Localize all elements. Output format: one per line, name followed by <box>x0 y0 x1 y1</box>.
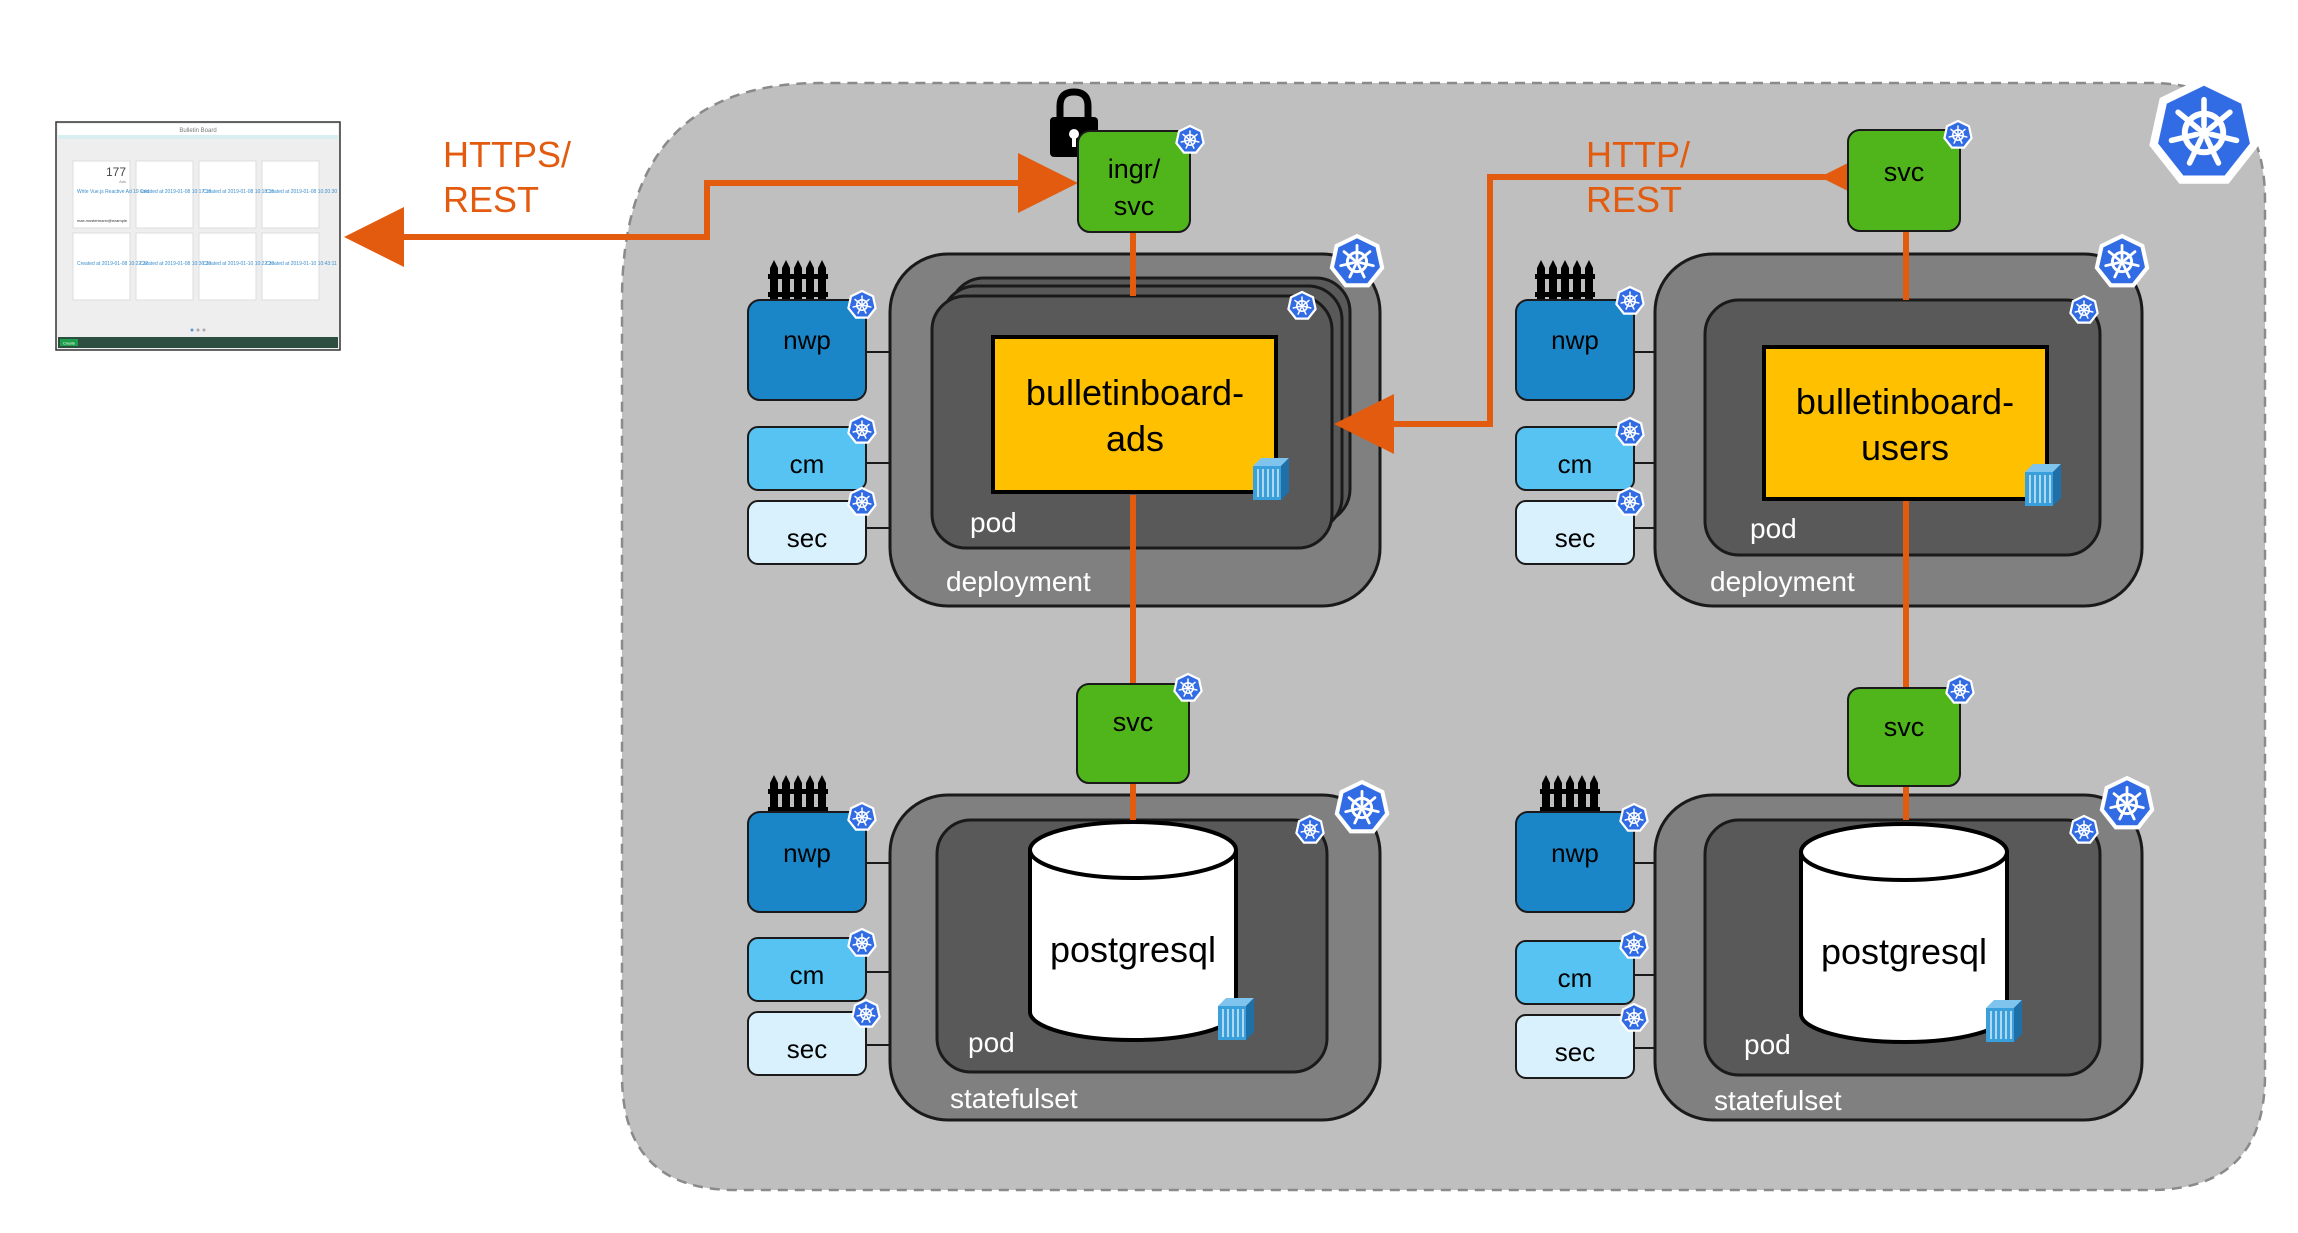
kubernetes-icon <box>1619 1002 1649 1032</box>
svc-db-ads: svc <box>1076 683 1190 784</box>
container-icon <box>1985 999 2023 1043</box>
svg-text:sec: sec <box>787 1034 827 1064</box>
app-tile-text-1: Write Vue.js Reactive Ad 19 sold <box>77 189 149 195</box>
app-tile-text-8: Created at 2019-01-10 10:43:11 <box>266 261 337 267</box>
svg-text:nwp: nwp <box>1551 325 1599 355</box>
app-create-button[interactable] <box>60 339 78 346</box>
svg-text:bulletinboard-ads: bulletinboard-ads <box>1026 372 1244 459</box>
kubernetes-icon <box>1615 416 1645 446</box>
kubernetes-icon <box>1287 290 1317 320</box>
svg-text:nwp: nwp <box>783 838 831 868</box>
app-tile-text-3: Created at 2019-01-08 10:18:15 <box>203 189 274 195</box>
kubernetes-icon <box>847 801 877 831</box>
app-tile-text-2: Created at 2019-01-08 10:17:18 <box>140 189 211 195</box>
nwp-ads: nwp <box>747 299 867 401</box>
svc-db-users: svc <box>1847 687 1961 787</box>
container-icon <box>1217 997 1255 1041</box>
kubernetes-icon <box>1332 236 1382 285</box>
kubernetes-icon <box>1615 285 1645 315</box>
kubernetes-icon <box>2154 81 2255 179</box>
kubernetes-icon <box>1619 929 1649 959</box>
edge-http-rest <box>1334 174 1855 454</box>
app-screenshot: Bulletin Board 177 Ads Write Vue.js Reac… <box>55 121 341 351</box>
kubernetes-icon <box>847 414 877 444</box>
deployment-ads-label: deployment <box>946 566 1091 597</box>
svg-text:sec: sec <box>1555 1037 1595 1067</box>
pod-users-label: pod <box>1750 513 1797 544</box>
statefulset-users-label: statefulset <box>1714 1085 1842 1116</box>
app-tile-text-7: Created at 2019-01-10 10:22:20 <box>203 261 274 267</box>
app-title: Bulletin Board <box>179 128 216 134</box>
kubernetes-icon <box>1945 674 1975 704</box>
app-tiles <box>72 160 320 301</box>
deployment-users-label: deployment <box>1710 566 1855 597</box>
https-rest-label: HTTPS/REST <box>443 134 571 220</box>
kubernetes-icon <box>847 289 877 319</box>
cm-users: cm <box>1515 426 1635 491</box>
db-ads-label: postgresql <box>1050 929 1216 970</box>
svc-users: svc <box>1847 129 1961 232</box>
app-tile-text-5: Created at 2019-01-08 10:22:22 <box>77 261 148 267</box>
kubernetes-icon <box>1619 802 1649 832</box>
svg-text:cm: cm <box>1558 449 1593 479</box>
svg-text:cm: cm <box>790 449 825 479</box>
database-icon: postgresql <box>1028 820 1238 1042</box>
kubernetes-icon <box>847 927 877 957</box>
app-ad-count-label: Ads <box>119 179 126 184</box>
bulletinboard-ads-container: bulletinboard-ads <box>991 335 1278 494</box>
cm-db-users: cm <box>1515 940 1635 1005</box>
kubernetes-icon <box>1295 814 1325 844</box>
svg-text:nwp: nwp <box>1551 838 1599 868</box>
nwp-db-users: nwp <box>1515 811 1635 913</box>
kubernetes-icon <box>1173 672 1203 702</box>
svg-text:cm: cm <box>1558 963 1593 993</box>
kubernetes-icon <box>1943 119 1973 149</box>
app-email: max.mustermann@example <box>77 218 128 223</box>
app-tile-text-6: Created at 2019-01-08 10:36:20 <box>140 261 211 267</box>
nwp-users: nwp <box>1515 299 1635 401</box>
svc-users-label: svc <box>1884 157 1925 187</box>
database-icon: postgresql <box>1799 822 2009 1044</box>
pod-db-users-label: pod <box>1744 1029 1791 1060</box>
pod-db-ads-label: pod <box>968 1027 1015 1058</box>
app-ad-count: 177 <box>106 165 126 179</box>
edge-https-rest <box>622 153 1078 240</box>
container-icon <box>2024 463 2062 507</box>
sec-ads: sec <box>747 500 867 565</box>
kubernetes-icon <box>1175 124 1205 154</box>
kubernetes-icon <box>1615 486 1645 516</box>
sec-db-users: sec <box>1515 1014 1635 1079</box>
svg-text:bulletinboard-users: bulletinboard-users <box>1796 381 2014 468</box>
sec-db-ads: sec <box>747 1011 867 1076</box>
svg-text:cm: cm <box>790 960 825 990</box>
app-tile-text-4: Created at 2019-01-08 10:20:30 <box>266 189 337 195</box>
app-create-button-label: Create <box>63 341 76 346</box>
http-rest-label: HTTP/REST <box>1586 134 1690 220</box>
bulletinboard-users-container: bulletinboard-users <box>1762 345 2049 501</box>
sec-users: sec <box>1515 500 1635 565</box>
kubernetes-icon <box>851 998 881 1028</box>
kubernetes-icon <box>1337 782 1387 831</box>
pod-ads-label: pod <box>970 507 1017 538</box>
cm-db-ads: cm <box>747 937 867 1002</box>
svc-db-users-label: svc <box>1884 712 1925 742</box>
svg-text:ingr/svc: ingr/svc <box>1108 154 1161 221</box>
kubernetes-icon <box>847 486 877 516</box>
db-users-label: postgresql <box>1821 931 1987 972</box>
svg-text:nwp: nwp <box>783 325 831 355</box>
container-icon <box>1252 457 1290 501</box>
svc-db-ads-label: svc <box>1113 707 1154 737</box>
statefulset-ads-label: statefulset <box>950 1083 1078 1114</box>
kubernetes-icon <box>2102 778 2152 827</box>
kubernetes-icon <box>2097 236 2147 285</box>
ingress-service: ingr/svc <box>1077 130 1191 233</box>
cm-ads: cm <box>747 426 867 491</box>
svg-text:sec: sec <box>1555 523 1595 553</box>
kubernetes-icon <box>2069 814 2099 844</box>
kubernetes-icon <box>2069 294 2099 324</box>
nwp-db-ads: nwp <box>747 811 867 913</box>
svg-text:sec: sec <box>787 523 827 553</box>
